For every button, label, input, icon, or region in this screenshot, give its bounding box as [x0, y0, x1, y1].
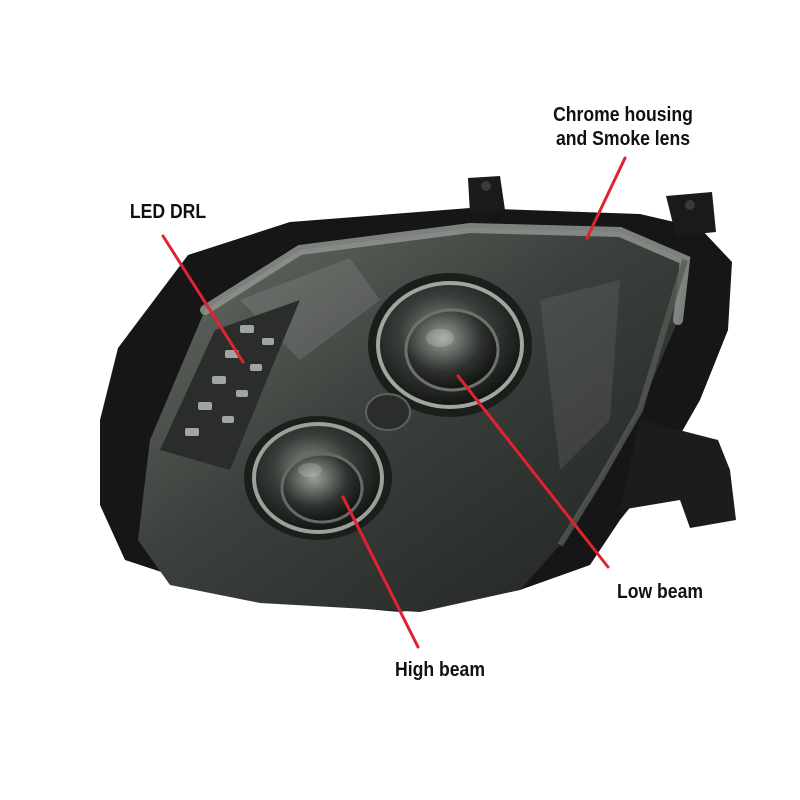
callout-led-drl: LED DRL: [129, 201, 207, 223]
callout-chrome-housing-line2: and Smoke lens: [555, 128, 691, 150]
leader-line-led-drl: [161, 234, 245, 364]
leader-line-high-beam: [341, 495, 420, 649]
low-beam-projector: [368, 273, 532, 417]
callout-low-beam: Low beam: [616, 581, 704, 603]
callout-chrome-housing-line1: Chrome housing: [553, 104, 693, 126]
center-reflector: [365, 393, 411, 431]
leader-line-low-beam: [456, 374, 610, 569]
leader-line-chrome-housing: [585, 156, 627, 240]
callout-chrome-housing-smoke-lens: Chrome housing and Smoke lens: [539, 103, 706, 151]
callout-high-beam: High beam: [395, 659, 485, 681]
callout-lines: [161, 156, 627, 649]
led-drl-strip: [160, 300, 300, 470]
high-beam-projector: [244, 416, 392, 540]
